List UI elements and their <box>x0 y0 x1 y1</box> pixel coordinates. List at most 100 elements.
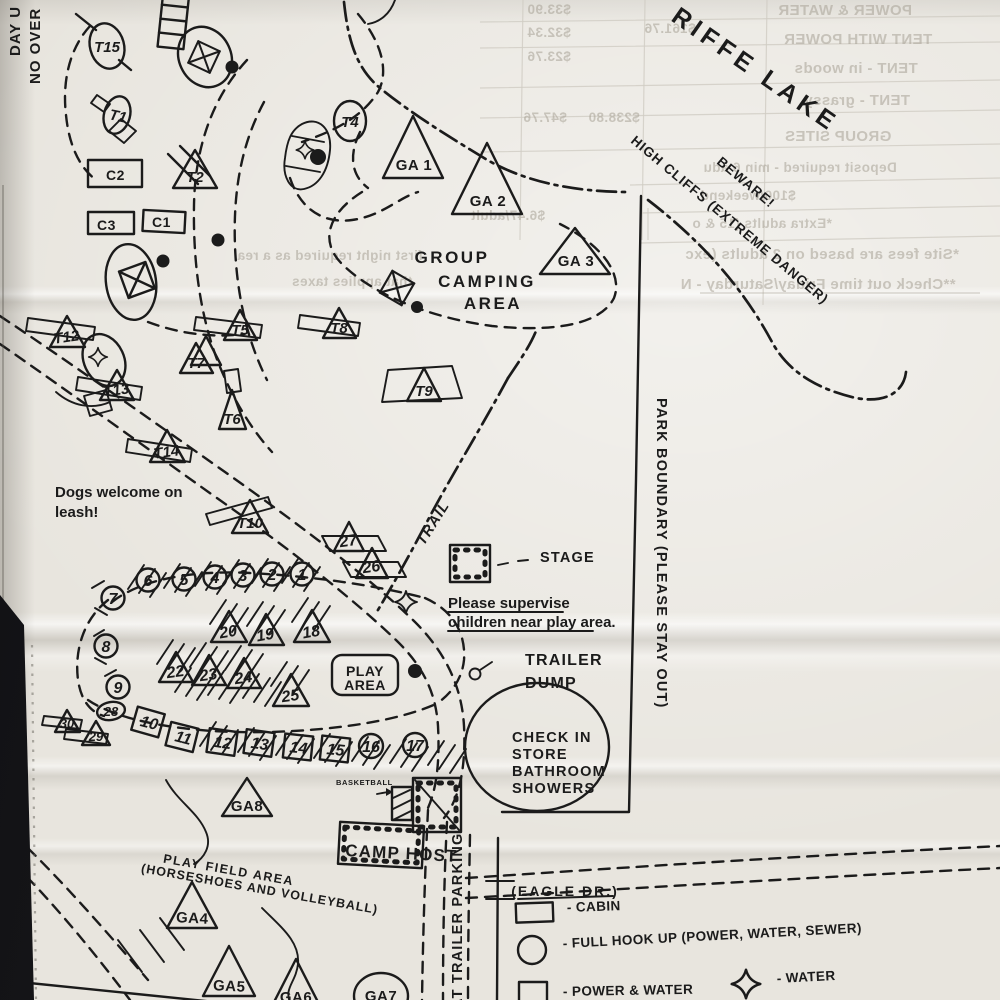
trailer-dump-label: TRAILER <box>525 652 603 669</box>
site-labels: T15 T1 T2 T4 C2 C3 C1 GA 1 GA 2 GA 3 T12… <box>52 39 594 1000</box>
park-boundary-lines <box>0 0 908 1000</box>
site-label: 22 <box>164 663 185 682</box>
map-labels: RIFFE LAKE BEWARE! HIGH CLIFFS (EXTREME … <box>7 2 862 1000</box>
day-use-label: DAY U <box>7 6 24 56</box>
site-label: 10 <box>138 713 159 734</box>
trail-label: TRAIL <box>414 498 453 548</box>
site-label: 18 <box>301 623 322 643</box>
supervise-note: children near play area. <box>448 614 616 631</box>
basketball-label: BASKETBALL <box>336 778 393 787</box>
bleed-row: TENT - in woods <box>794 60 918 77</box>
site-label: C3 <box>97 217 116 233</box>
play-area-label: PLAY <box>346 663 384 679</box>
site-label: T1 <box>108 106 129 126</box>
site-label: 29 <box>88 729 104 744</box>
bleed-fragment: first night required as a rea <box>237 248 423 263</box>
site-label: 15 <box>326 741 347 760</box>
site-label: 27 <box>337 532 359 552</box>
bleed-row: $100/weekend <box>700 188 796 203</box>
site-label: GA6 <box>280 989 312 1000</box>
site-label: 26 <box>360 558 381 577</box>
site-label: 7 <box>109 591 119 608</box>
bleed-row: **Check out time Friday/Saturday - N <box>680 276 955 293</box>
checkin-label: SHOWERS <box>512 781 595 797</box>
site-label: T10 <box>237 515 264 532</box>
site-label: 16 <box>362 739 380 756</box>
site-label: T13 <box>102 380 131 401</box>
site-label: C2 <box>106 167 125 183</box>
bleed-fragment: that applies taxes <box>292 274 413 289</box>
play-area-label: AREA <box>344 677 386 693</box>
site-label: T12 <box>52 327 81 348</box>
site-label: 6 <box>144 573 153 590</box>
bleed-row: POWER & WATER <box>778 2 912 19</box>
bleed-row: Deposit required - min 6 adu <box>703 160 896 175</box>
site-label: T9 <box>415 383 433 400</box>
site-label: GA4 <box>176 909 209 928</box>
site-label: GA 1 <box>396 157 432 174</box>
eagle-dr-label: (EAGLE DR.) <box>511 883 619 899</box>
group-camping-label: AREA <box>464 294 522 313</box>
legend-cabin: - CABIN <box>567 898 621 915</box>
dogs-note: Dogs welcome on <box>55 484 183 501</box>
site-label: T6 <box>223 411 241 428</box>
site-label: 19 <box>255 626 276 646</box>
site-label: 2 <box>267 567 277 584</box>
bleed-price: $23.76 <box>527 49 571 64</box>
site-label: 25 <box>279 687 301 707</box>
bleed-through-table: POWER & WATER $33.90 TENT WITH POWER $32… <box>237 0 1000 306</box>
bleed-price: $161.76 <box>644 21 696 36</box>
supervise-note: Please supervise <box>448 595 570 612</box>
checkin-label: STORE <box>512 747 568 763</box>
legend-full-hookup: - FULL HOOK UP (POWER, WATER, SEWER) <box>562 920 862 951</box>
site-label: 5 <box>180 572 190 589</box>
site-label: 13 <box>250 735 270 754</box>
site-label: GA5 <box>213 977 246 996</box>
checkin-label: BATHROOM <box>512 764 606 780</box>
site-label: 3 <box>239 568 248 585</box>
site-label: 30 <box>60 716 75 731</box>
dogs-note: leash! <box>55 504 98 521</box>
group-camping-label: GROUP <box>415 248 490 267</box>
site-label: T4 <box>341 114 359 131</box>
group-camping-area <box>378 114 612 313</box>
lower-group-sites <box>165 776 410 1000</box>
site-label: GA 2 <box>470 193 506 210</box>
site-label: 9 <box>114 680 123 697</box>
site-label: T14 <box>152 442 181 463</box>
no-overnight-label: NO OVER <box>27 8 44 84</box>
upper-campsites <box>74 0 368 321</box>
group-camping-label: CAMPING <box>438 272 536 291</box>
site-label: T7 <box>187 355 205 372</box>
site-label: 11 <box>173 728 193 749</box>
legend-water: - WATER <box>776 968 836 986</box>
site-label: 20 <box>217 623 239 643</box>
site-label: 28 <box>103 704 119 719</box>
site-label: 12 <box>213 734 233 753</box>
site-label: GA8 <box>231 798 263 815</box>
legend-power-water: - POWER & WATER <box>563 982 693 999</box>
trailer-dump-label: DUMP <box>525 675 577 692</box>
park-boundary-label: PARK BOUNDARY (PLEASE STAY OUT) <box>653 398 669 709</box>
numbered-sites <box>41 558 467 774</box>
bleed-price: $238.80 <box>588 110 640 125</box>
tent-sites <box>25 306 463 580</box>
site-label: 4 <box>210 570 220 587</box>
site-label: 17 <box>406 738 425 755</box>
bleed-row: *Extra adults (15 & o <box>692 216 832 231</box>
site-label: 8 <box>102 639 111 656</box>
site-label: GA 3 <box>558 253 594 270</box>
facilities <box>330 543 611 870</box>
site-label: T15 <box>94 39 121 56</box>
site-label: 14 <box>289 739 309 758</box>
bleed-price: $47.76 <box>523 110 567 125</box>
site-label: 1 <box>298 567 307 584</box>
bleed-row: TENT WITH POWER <box>784 31 933 48</box>
bleed-price: $6.47/adult <box>471 208 545 223</box>
bleed-row: TENT - grassy <box>804 92 910 109</box>
bleed-price: $32.34 <box>527 25 571 40</box>
bleed-row: GROUP SITES <box>785 128 892 145</box>
site-label: 24 <box>232 669 253 688</box>
